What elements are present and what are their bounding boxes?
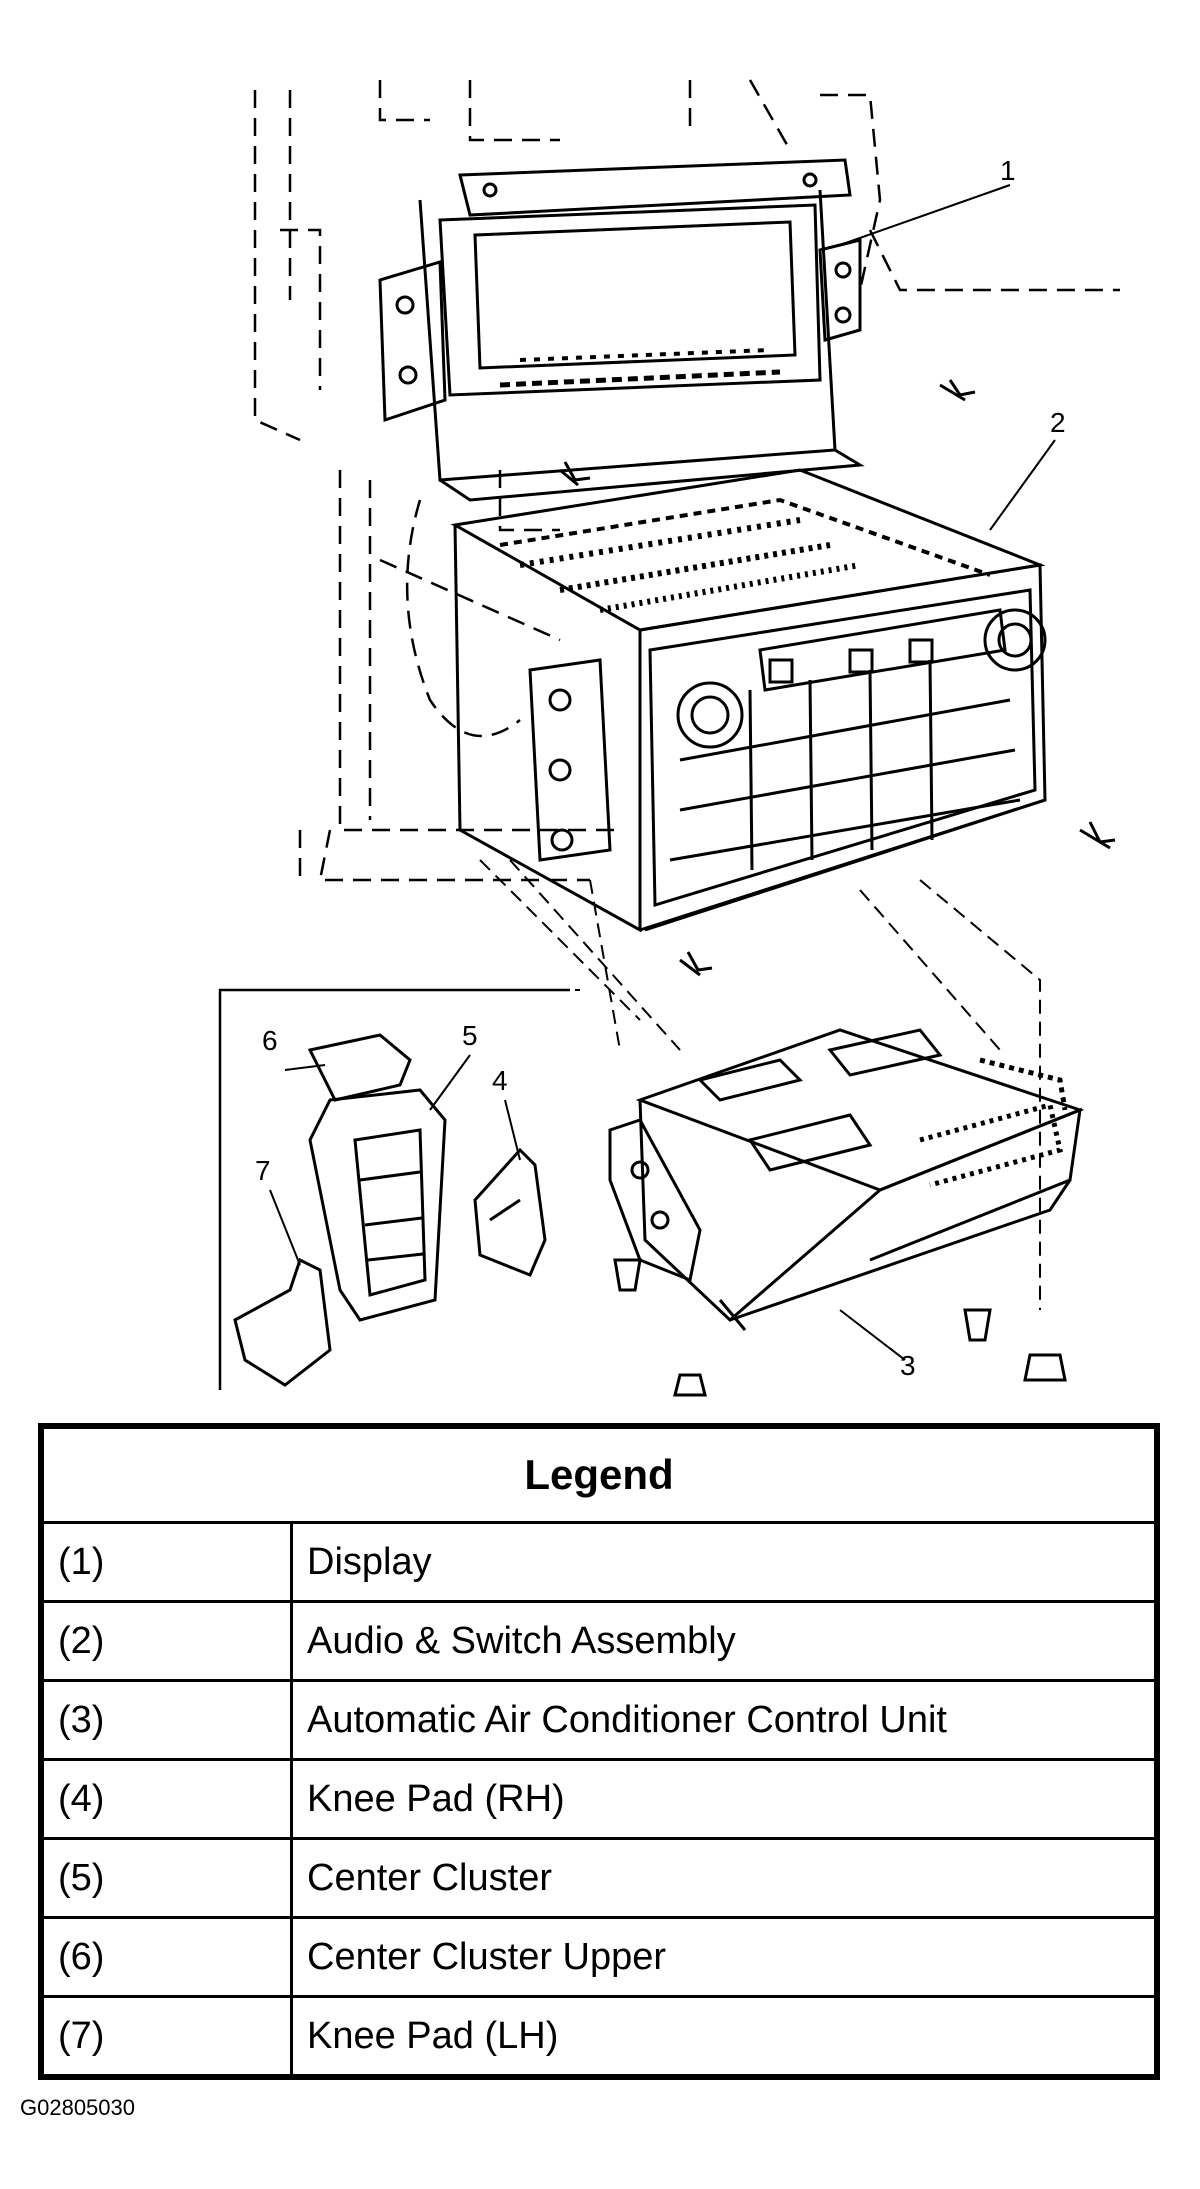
- callout-6: 6: [262, 1025, 278, 1056]
- legend-label: Display: [290, 1521, 1159, 1603]
- legend-label: Automatic Air Conditioner Control Unit: [290, 1679, 1159, 1761]
- callout-2: 2: [1050, 407, 1066, 438]
- legend-label: Center Cluster Upper: [290, 1916, 1159, 1998]
- legend-number: (7): [39, 1995, 293, 2079]
- knee-pad-rh: [473, 1147, 547, 1277]
- leader-lines: [269, 184, 1056, 1361]
- callout-5: 5: [462, 1020, 478, 1051]
- legend-row: (2) Audio & Switch Assembly: [39, 1600, 1159, 1682]
- legend-label: Knee Pad (LH): [290, 1995, 1159, 2079]
- legend-number: (2): [39, 1600, 293, 1682]
- alignment-lines: [479, 859, 1041, 1310]
- legend-row: (5) Center Cluster: [39, 1837, 1159, 1919]
- legend-row: (3) Automatic Air Conditioner Control Un…: [39, 1679, 1159, 1761]
- legend-row: (7) Knee Pad (LH): [39, 1995, 1159, 2079]
- callout-1: 1: [1000, 155, 1016, 186]
- legend-number: (1): [39, 1521, 293, 1603]
- exploded-view-diagram: 1 2 3 4 5 6 7: [218, 79, 1120, 1397]
- dashboard-outline: [253, 79, 1120, 882]
- legend-row: (1) Display: [39, 1521, 1159, 1603]
- screw: [559, 379, 1116, 977]
- display-unit: [378, 158, 865, 502]
- legend-row: (6) Center Cluster Upper: [39, 1916, 1159, 1998]
- callout-7: 7: [255, 1155, 271, 1186]
- legend-title: Legend: [39, 1424, 1159, 1524]
- audio-switch-assembly: [450, 468, 1047, 933]
- callout-3: 3: [900, 1350, 916, 1381]
- legend-number: (6): [39, 1916, 293, 1998]
- figure-id: G02805030: [20, 2095, 135, 2120]
- knee-pad-lh: [233, 1257, 332, 1387]
- legend-row: (4) Knee Pad (RH): [39, 1758, 1159, 1840]
- callout-labels: 1 2 3 4 5 6 7: [255, 155, 1066, 1381]
- legend-label: Audio & Switch Assembly: [290, 1600, 1159, 1682]
- center-cluster: [308, 1088, 447, 1322]
- ac-control-unit: [608, 1028, 1085, 1331]
- callout-4: 4: [492, 1065, 508, 1096]
- legend-label: Knee Pad (RH): [290, 1758, 1159, 1840]
- legend-number: (3): [39, 1679, 293, 1761]
- detail-box-border: [218, 988, 570, 1390]
- legend-number: (5): [39, 1837, 293, 1919]
- legend-header-row: Legend: [39, 1424, 1159, 1524]
- center-cluster-upper: [307, 1033, 412, 1102]
- legend-label: Center Cluster: [290, 1837, 1159, 1919]
- legend-table: Legend (1) Display (2) Audio & Switch As…: [38, 1423, 1160, 2080]
- clip-fastener: [613, 1258, 1067, 1397]
- legend-number: (4): [39, 1758, 293, 1840]
